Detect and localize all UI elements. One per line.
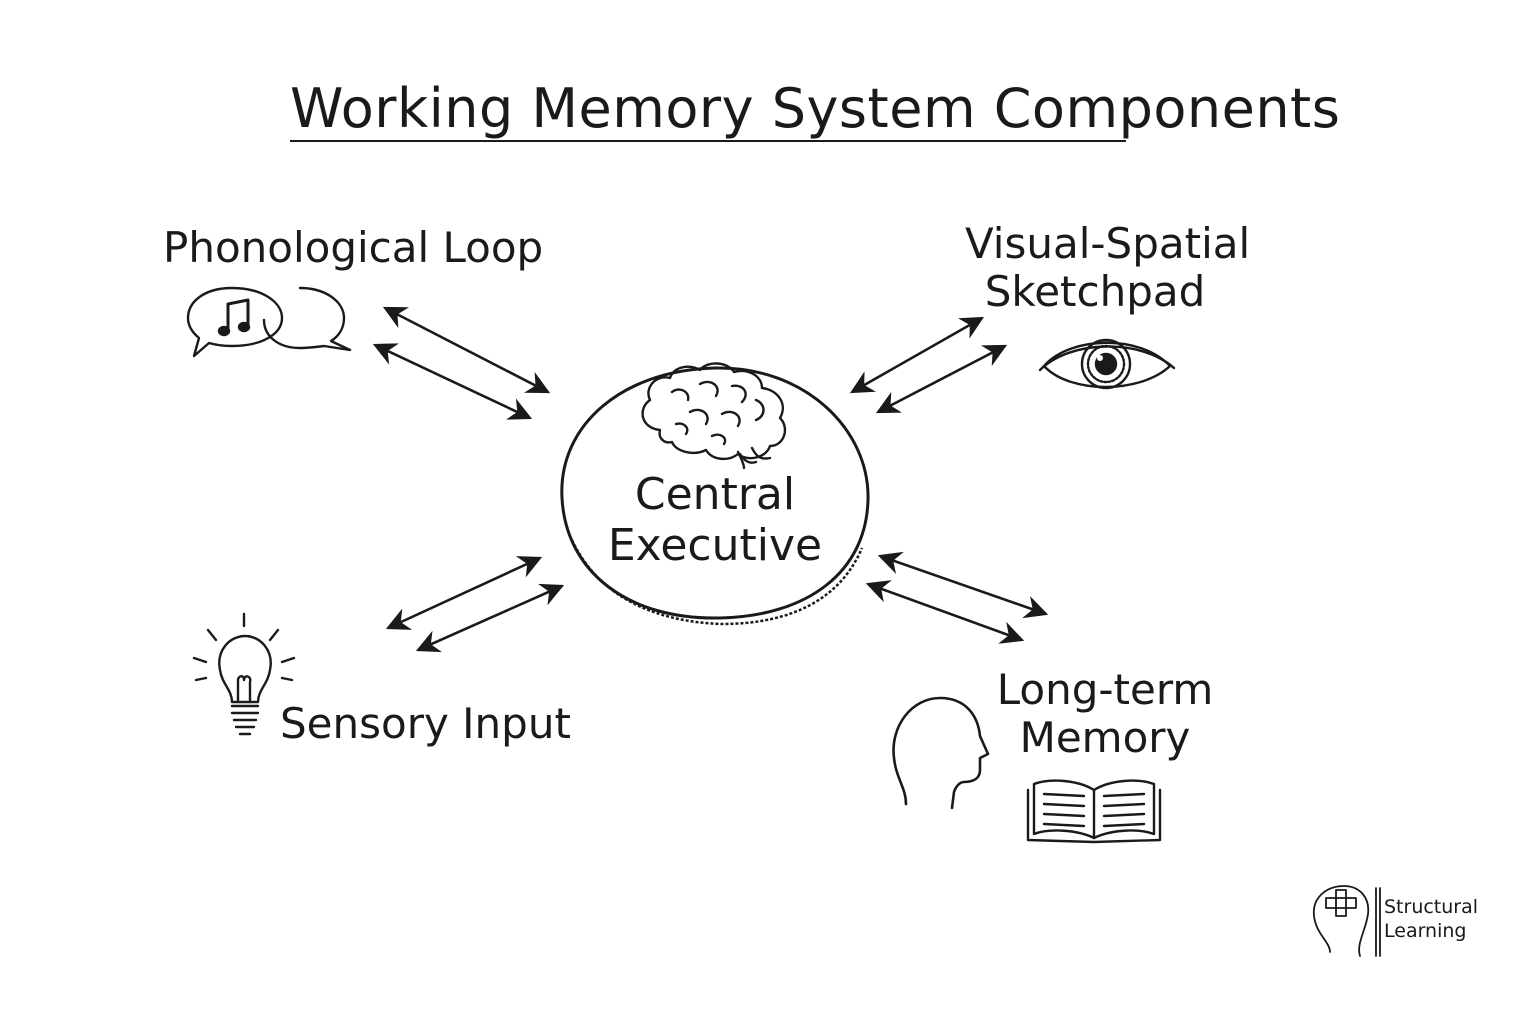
long-term-memory-line2: Memory	[1019, 713, 1191, 763]
brain-icon	[641, 362, 787, 470]
head-profile-icon	[892, 696, 990, 810]
long-term-memory-line1: Long-term	[996, 665, 1214, 714]
lightbulb-icon	[192, 612, 296, 736]
speech-bubbles-music-icon	[186, 286, 352, 358]
visual-spatial-line1: Visual-Spatial	[965, 219, 1251, 268]
central-executive-circle	[560, 366, 870, 626]
phonological-loop-label: Phonological Loop	[163, 223, 544, 272]
long-term-memory-label: Long-term Memory	[990, 665, 1220, 763]
arrow-central-phonological	[372, 306, 551, 420]
arrow-central-sensory	[385, 556, 565, 653]
arrow-central-visuospatial	[849, 316, 1008, 414]
visual-spatial-line2: Sketchpad	[984, 267, 1206, 317]
central-executive-line2: Executive	[607, 519, 823, 571]
arrow-central-longterm	[865, 551, 1049, 644]
open-book-icon	[1026, 779, 1162, 844]
brand-line2: Learning	[1384, 919, 1467, 942]
central-executive-line1: Central	[634, 469, 796, 520]
title-underline	[290, 140, 1126, 142]
structural-learning-logo-icon	[1313, 885, 1381, 957]
sensory-input-label: Sensory Input	[280, 699, 571, 748]
eye-icon	[1038, 338, 1176, 390]
visual-spatial-sketchpad-label: Visual-Spatial Sketchpad	[965, 219, 1251, 317]
brand-line1: Structural	[1384, 896, 1479, 918]
diagram-title: Working Memory System Components	[290, 77, 1341, 140]
central-executive-label: Central Executive	[560, 469, 870, 571]
brand-wordmark: Structural Learning	[1384, 896, 1478, 944]
